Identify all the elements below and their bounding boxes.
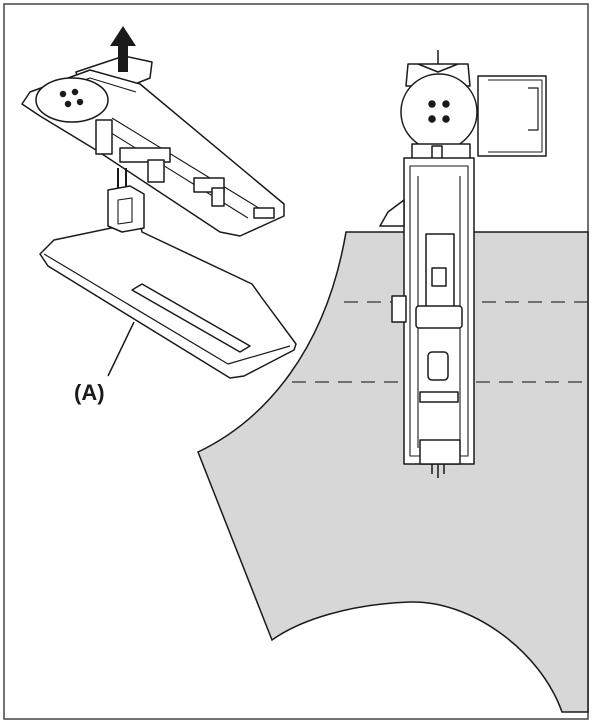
button-icon xyxy=(400,73,478,151)
button-icon xyxy=(35,77,109,123)
callout-label-a: (A) xyxy=(74,380,105,405)
up-arrow-icon xyxy=(110,26,136,72)
guide-plate xyxy=(39,185,297,379)
callout-leader xyxy=(107,321,135,377)
fabric-piece xyxy=(197,231,589,713)
buttonhole-foot-detached xyxy=(21,55,285,237)
buttonhole-foot-installed xyxy=(379,50,547,478)
